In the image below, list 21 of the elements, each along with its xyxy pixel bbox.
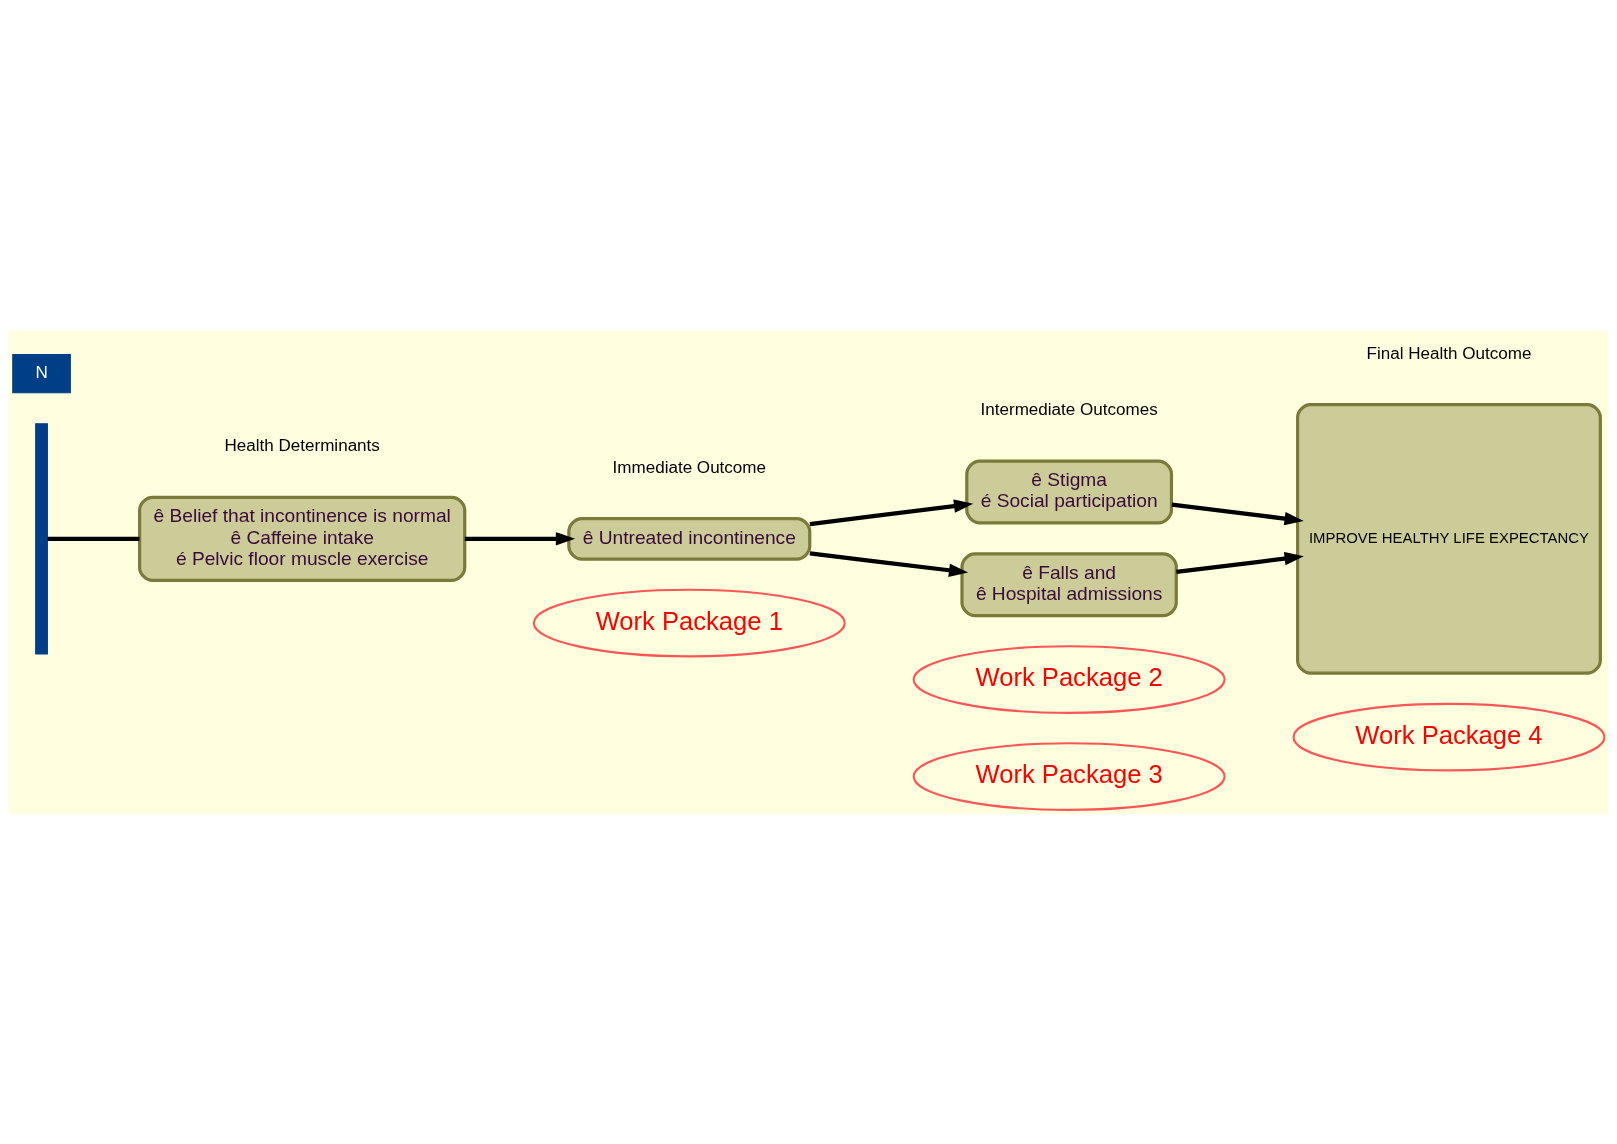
arrow <box>1176 551 1304 574</box>
arrow <box>809 498 974 526</box>
label: Health Determinants <box>224 435 380 455</box>
connector <box>47 536 140 541</box>
arrow <box>464 531 576 546</box>
label: Intermediate Outcomes <box>980 399 1158 419</box>
arrow <box>1171 501 1304 525</box>
node-box: ê Stigma é Social participation <box>965 458 1174 524</box>
arrow <box>809 550 969 577</box>
node-box: ê Belief that incontinence is normal ê Caffeine intake é Pelvic floor muscle exercise <box>138 495 467 582</box>
node-box: ê Falls and ê Hospital admissions <box>960 551 1178 617</box>
node-ellipse: Work Package 1 <box>532 588 846 657</box>
label: Final Health Outcome <box>1366 343 1532 362</box>
node-box: N <box>12 353 71 393</box>
label: Immediate Outcome <box>612 457 767 477</box>
node-box: ê Untreated incontinence <box>567 516 812 561</box>
node-ellipse: Work Package 3 <box>912 741 1226 811</box>
node-bar <box>35 422 48 655</box>
node-ellipse: Work Package 2 <box>912 644 1226 714</box>
node-box: IMPROVE HEALTHY LIFE EXPECTANCY <box>1296 402 1602 675</box>
node-ellipse: Work Package 4 <box>1292 702 1606 771</box>
